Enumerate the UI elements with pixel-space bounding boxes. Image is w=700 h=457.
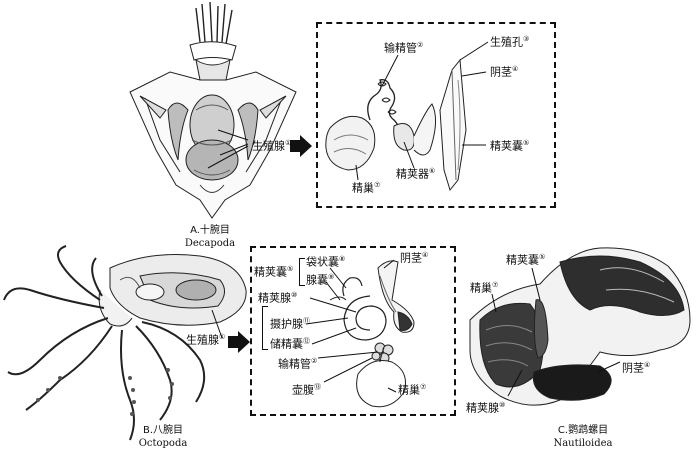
nautiloidea-penis-label: 阴茎④ [622, 361, 651, 375]
octopoda-gonad-label: 生殖腺① [186, 333, 226, 347]
decapoda-spermatophore-sac-label: 精荚囊⑤ [490, 139, 530, 153]
octopoda-caption: B.八腕目 Octopoda [138, 425, 188, 449]
octopoda-reproductive-organs [329, 260, 415, 408]
octopoda-spermatophore-gland-label: 精荚腺⑩ [258, 291, 298, 305]
decapoda-testis-label: 精巢⑦ [352, 181, 381, 195]
nautilus-leader-lines [491, 267, 621, 397]
nautilus-illustration [469, 247, 691, 406]
squid-gonad-pointer-lines [207, 129, 249, 169]
decapoda-testis-shape [325, 115, 376, 171]
octopoda-gland-brace [262, 306, 268, 350]
octopoda-pouch-sac-label: 袋状囊⑧ [306, 255, 346, 269]
octopoda-gland-sac-label: 腺囊⑨ [306, 273, 335, 287]
octopoda-sac-brace [299, 258, 305, 286]
decapoda-vas-deferens-label: 输精管② [384, 41, 424, 55]
octopoda-inset-box [250, 246, 456, 416]
octopoda-ampulla-label: 壶腹⑬ [292, 383, 321, 397]
decapoda-caption: A.十腕目 Decapoda [184, 225, 236, 249]
octopus-illustration [3, 245, 247, 441]
octopoda-storage-sac-label: 储精囊⑫ [270, 337, 310, 351]
decapoda-spermatophoric-organ-label: 精荚器⑥ [396, 167, 436, 181]
octopoda-protective-gland-label: 摄护腺⑪ [270, 317, 310, 331]
octopoda-vas-deferens-label: 输精管② [278, 357, 318, 371]
octopus-gonad-pointer-line [211, 309, 223, 339]
decapoda-genital-pore-label: 生殖孔③ [490, 35, 530, 49]
octopoda-penis-label: 阴茎④ [400, 251, 429, 265]
nautiloidea-spermatophore-gland-label: 精荚腺⑩ [466, 401, 506, 415]
decapoda-inset-box [316, 22, 556, 208]
nautiloidea-testis-label: 精巢⑦ [470, 281, 499, 295]
arrow-to-decapoda-inset [290, 135, 312, 157]
octopoda-spermatophore-sac-label: 精荚囊⑤ [254, 265, 294, 279]
squid-body [129, 1, 297, 219]
decapoda-inset-leader-lines [355, 41, 489, 181]
octopoda-inset-leader-lines [305, 259, 397, 393]
decapoda-gonad-label: 生殖腺① [252, 139, 292, 153]
nautiloidea-caption: C.鹦鹉螺目 Nautiloidea [553, 425, 613, 449]
arrow-to-octopoda-inset [228, 331, 250, 353]
decapoda-reproductive-organs [325, 58, 467, 192]
octopoda-testis-label: 精巢⑦ [398, 383, 427, 397]
decapoda-penis-label: 阴茎④ [490, 65, 519, 79]
nautiloidea-spermatophore-sac-label: 精荚囊⑤ [506, 253, 546, 267]
